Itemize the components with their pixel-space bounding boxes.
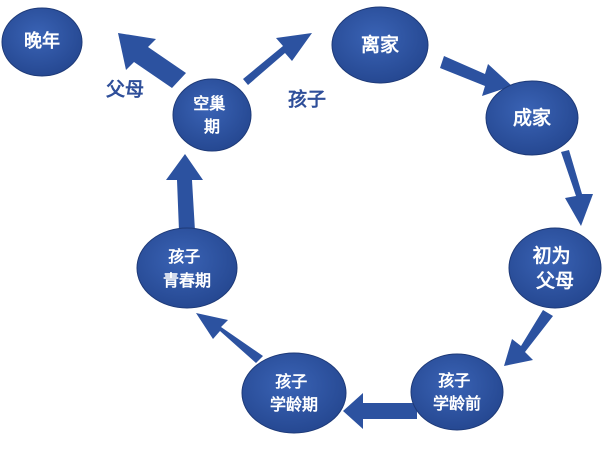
node-leave-home-line1: 离家 <box>361 33 400 56</box>
node-late-years: 晚年 <box>1 7 83 77</box>
node-new-parents-line1: 初为 <box>533 244 571 267</box>
node-school-age: 孩子 学龄期 <box>241 352 347 434</box>
label-children: 孩子 <box>288 88 326 111</box>
node-new-parents: 初为 父母 <box>508 227 602 309</box>
node-late-years-line1: 晚年 <box>24 30 60 52</box>
node-school-age-line1: 孩子 <box>275 372 307 391</box>
arrow-leave-home-to-start-family <box>440 56 512 96</box>
node-empty-nest: 空巢 期 <box>172 78 252 152</box>
node-start-family: 成家 <box>485 80 579 156</box>
svg-text:孩子 学龄前: 孩子 学龄前 <box>433 371 481 413</box>
node-empty-nest-line2: 期 <box>204 117 220 136</box>
arrow-empty-nest-to-leave-home <box>243 33 312 85</box>
node-adolescence: 孩子 青春期 <box>136 227 238 309</box>
svg-text:空巢 期: 空巢 期 <box>193 94 231 136</box>
svg-text:晚年: 晚年 <box>24 30 60 52</box>
arrow-school-age-to-adolescence <box>196 313 263 363</box>
arrow-adolescence-to-empty-nest <box>166 154 203 231</box>
svg-text:初为 父母: 初为 父母 <box>533 244 578 292</box>
node-preschool: 孩子 学龄前 <box>410 353 504 431</box>
node-school-age-line2: 学龄期 <box>270 395 318 414</box>
arrow-new-parents-to-preschool <box>504 310 553 366</box>
arrows <box>118 33 593 429</box>
node-start-family-line1: 成家 <box>513 106 552 129</box>
node-empty-nest-line1: 空巢 <box>193 94 226 113</box>
node-adolescence-line2: 青春期 <box>163 271 211 290</box>
svg-text:成家: 成家 <box>513 106 552 129</box>
arrow-empty-nest-to-late-years <box>118 33 186 88</box>
node-preschool-line1: 孩子 <box>438 371 470 390</box>
svg-text:离家: 离家 <box>361 33 400 56</box>
node-preschool-line2: 学龄前 <box>433 394 481 413</box>
node-adolescence-line1: 孩子 <box>168 247 200 266</box>
node-new-parents-line2: 父母 <box>535 270 574 292</box>
arrow-preschool-to-school-age <box>343 393 417 429</box>
node-leave-home: 离家 <box>331 6 429 84</box>
svg-text:孩子 青春期: 孩子 青春期 <box>163 247 211 290</box>
svg-text:孩子 学龄期: 孩子 学龄期 <box>270 372 318 414</box>
label-parents: 父母 <box>105 79 144 101</box>
arrow-start-family-to-new-parents <box>561 150 593 226</box>
